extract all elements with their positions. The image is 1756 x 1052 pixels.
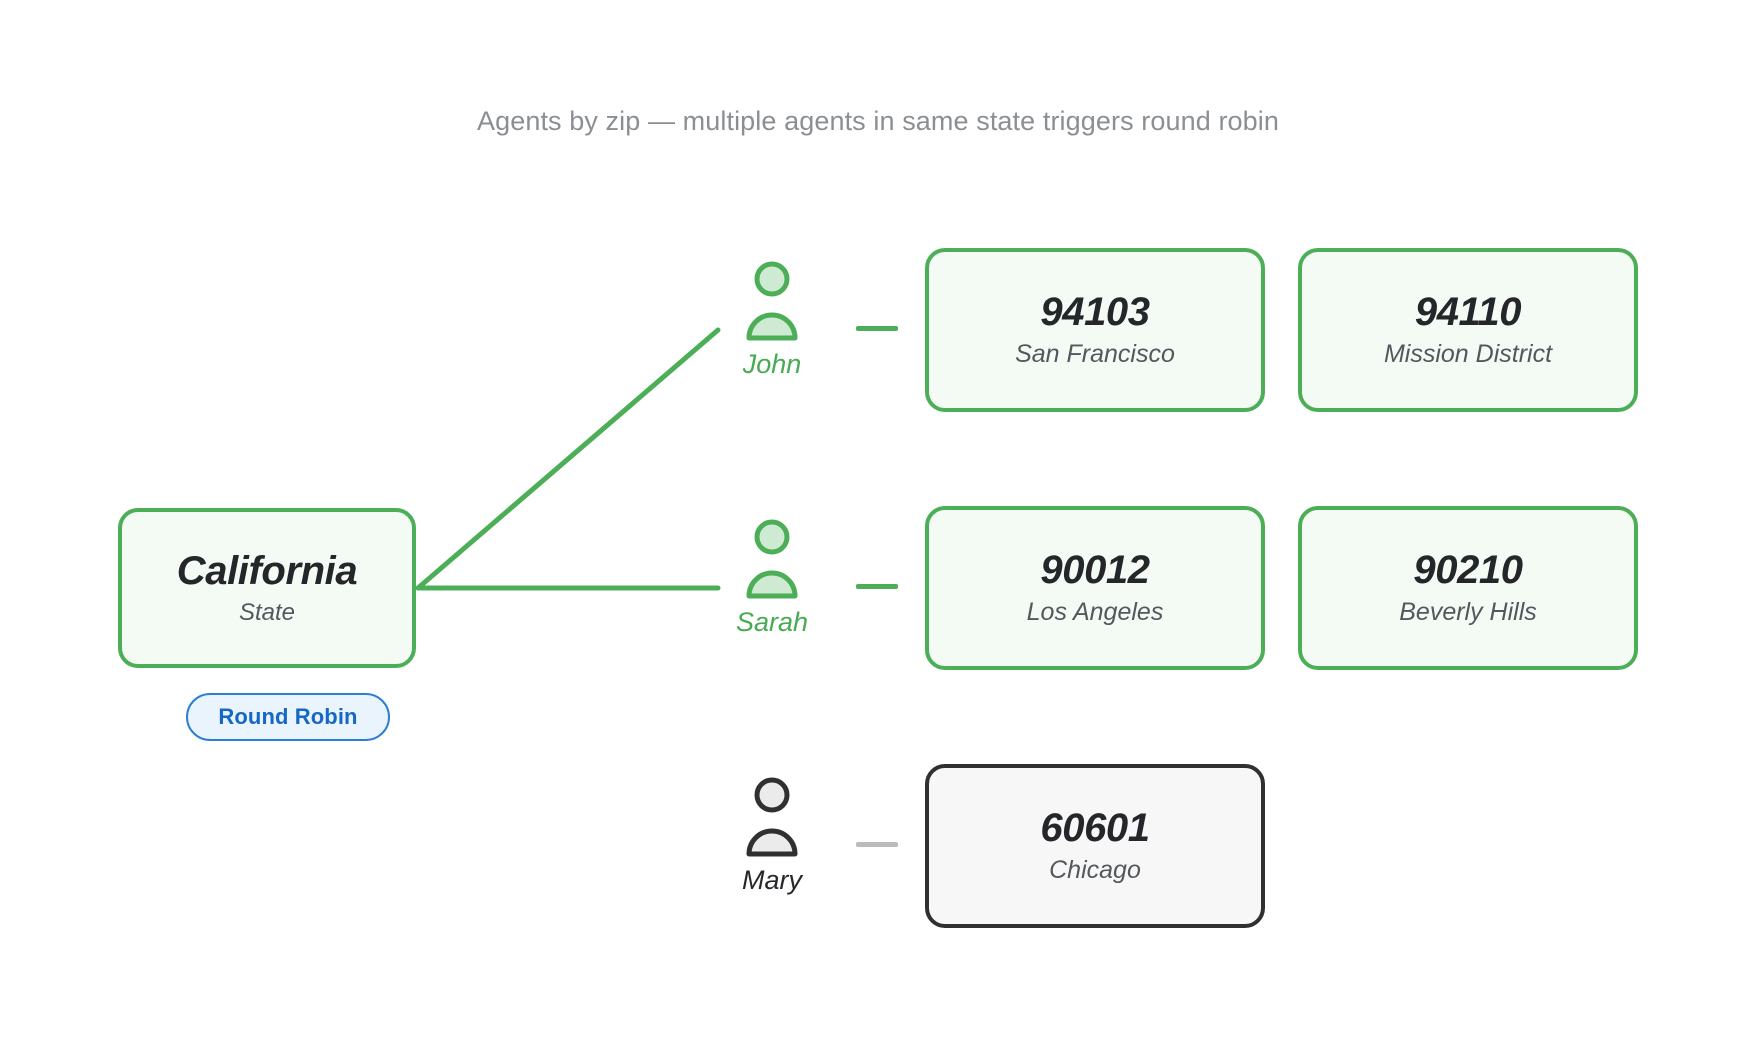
agent-mary[interactable]: Mary [712, 774, 832, 896]
page-title: Agents by zip — multiple agents in same … [476, 106, 1279, 136]
zip-code: 90210 [1413, 548, 1523, 593]
agent-label: John [742, 349, 802, 379]
zip-card-90012[interactable]: 90012 Los Angeles [925, 506, 1265, 670]
edge-sarah-to-zip [856, 584, 898, 589]
round-robin-badge[interactable]: Round Robin [186, 693, 390, 741]
agent-label: Mary [742, 865, 802, 895]
zip-card-60601[interactable]: 60601 Chicago [925, 764, 1265, 928]
person-icon [746, 777, 798, 857]
person-icon [746, 519, 798, 599]
agent-label: Sarah [735, 607, 809, 637]
edge-california-to-john [415, 327, 721, 591]
edge-john-to-zip [856, 326, 898, 331]
zip-city: Beverly Hills [1399, 598, 1537, 627]
zip-city: Chicago [1049, 856, 1141, 885]
zip-code: 60601 [1040, 806, 1150, 851]
edge-mary-to-zip [856, 842, 898, 847]
person-icon [746, 261, 798, 341]
zip-card-94110[interactable]: 94110 Mission District [1298, 248, 1638, 412]
zip-city: Mission District [1383, 340, 1553, 369]
zip-code: 94103 [1040, 290, 1150, 335]
zip-city: Los Angeles [1026, 598, 1164, 627]
state-node-california[interactable]: California State [118, 508, 416, 668]
zip-card-94103[interactable]: 94103 San Francisco [925, 248, 1265, 412]
state-node-subtitle: State [238, 599, 296, 626]
zip-card-90210[interactable]: 90210 Beverly Hills [1298, 506, 1638, 670]
zip-code: 94110 [1414, 290, 1522, 335]
zip-code: 90012 [1040, 548, 1150, 593]
agent-john[interactable]: John [712, 258, 832, 380]
zip-city: San Francisco [1015, 340, 1175, 369]
agent-sarah[interactable]: Sarah [712, 516, 832, 638]
state-node-title: California [176, 548, 358, 593]
